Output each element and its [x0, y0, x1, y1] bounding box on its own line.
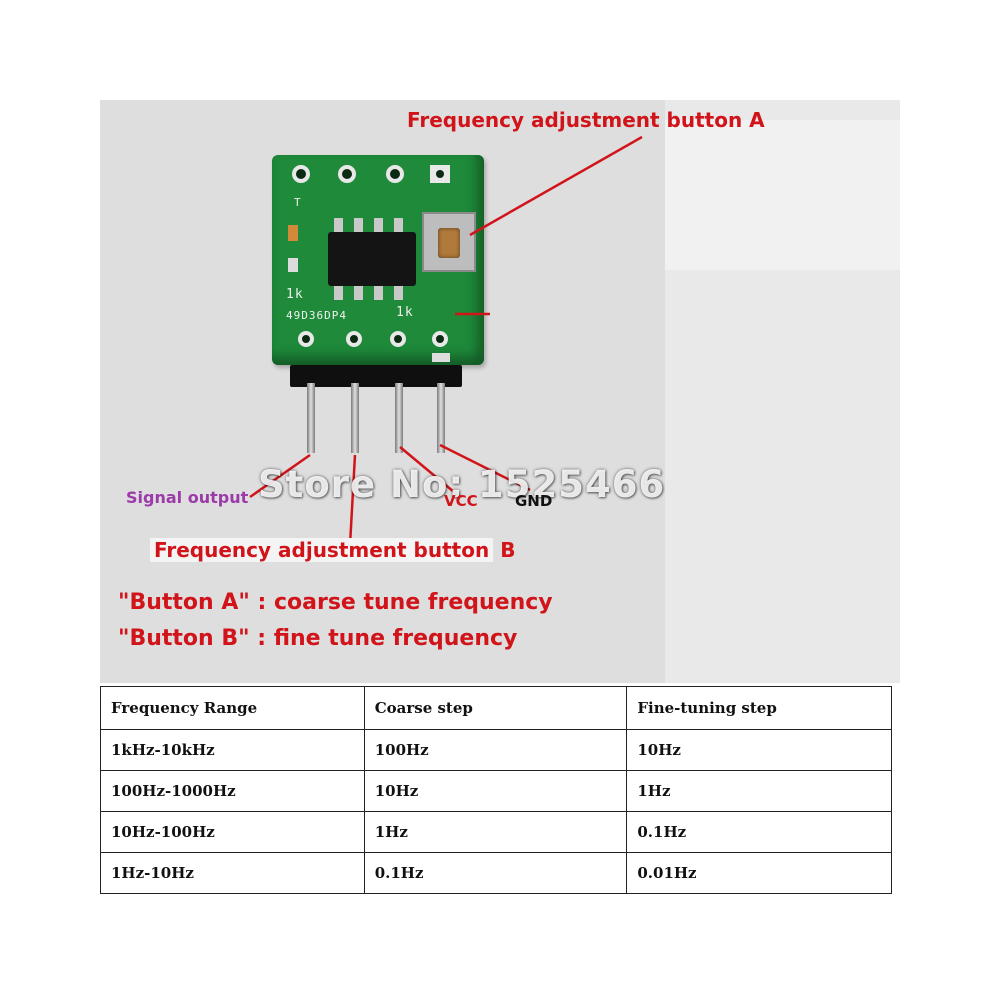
table-cell: 100Hz [363, 729, 628, 771]
table-cell: 0.01Hz [626, 852, 892, 894]
chip-pin [394, 218, 403, 232]
label-signal-output: Signal output [126, 488, 249, 507]
button-a-switch [422, 212, 476, 272]
header-pin-signal [307, 383, 315, 453]
table-cell: 10Hz-100Hz [100, 811, 365, 853]
table-row: 100Hz-1000Hz 10Hz 1Hz [100, 770, 892, 812]
silk-code: 49D36DP4 [286, 309, 347, 322]
pad-hole [386, 165, 404, 183]
pad-hole [390, 331, 406, 347]
label-vcc: VCC [444, 492, 478, 510]
pin-header [290, 365, 462, 387]
chip-pin [354, 218, 363, 232]
pad-hole [432, 331, 448, 347]
column-header: Frequency Range [100, 686, 365, 730]
pad-square [430, 165, 450, 183]
silk-1k-right: 1k [396, 305, 414, 320]
table-cell: 1Hz [626, 770, 892, 812]
table-row: 1Hz-10Hz 0.1Hz 0.01Hz [100, 852, 892, 894]
store-watermark: Store No: 1525466 [258, 463, 666, 506]
table-row: 10Hz-100Hz 1Hz 0.1Hz [100, 811, 892, 853]
smd-resistor [288, 258, 298, 272]
column-header: Coarse step [363, 686, 628, 730]
label-button-b: Frequency adjustment button B [150, 538, 515, 562]
chip-pin [354, 286, 363, 300]
pcb-module: T 1k 49D36DP4 1k [272, 155, 484, 365]
frequency-step-table: Frequency Range Coarse step Fine-tuning … [100, 686, 892, 894]
table-cell: 0.1Hz [626, 811, 892, 853]
table-cell: 1Hz [363, 811, 628, 853]
chip-pin [374, 286, 383, 300]
chip-pin [334, 286, 343, 300]
pad-hole [346, 331, 362, 347]
ic-chip [328, 232, 416, 286]
label-button-a: Frequency adjustment button A [407, 108, 765, 132]
table-cell: 1Hz-10Hz [100, 852, 365, 894]
button-a-cap [438, 228, 460, 258]
table-cell: 0.1Hz [363, 852, 628, 894]
table-cell: 100Hz-1000Hz [100, 770, 365, 812]
header-pin-gnd [437, 383, 445, 453]
column-header: Fine-tuning step [626, 686, 892, 730]
label-button-b-letter: B [500, 538, 516, 562]
note-button-b: "Button B" : fine tune frequency [118, 626, 518, 651]
chip-pin [394, 286, 403, 300]
pad-hole [298, 331, 314, 347]
header-pin-vcc [395, 383, 403, 453]
silk-1k-left: 1k [286, 287, 304, 302]
label-gnd: GND [515, 492, 553, 510]
chip-pin [334, 218, 343, 232]
table-cell: 10Hz [626, 729, 892, 771]
label-button-b-text: Frequency adjustment button [150, 538, 494, 562]
note-button-a: "Button A" : coarse tune frequency [118, 590, 553, 615]
silk-t: T [294, 196, 302, 209]
photo-highlight [665, 120, 900, 270]
table-cell: 1kHz-10kHz [100, 729, 365, 771]
smd-led [288, 225, 298, 241]
pad-hole [292, 165, 310, 183]
table-row: 1kHz-10kHz 100Hz 10Hz [100, 729, 892, 771]
smd-resistor [432, 353, 450, 362]
table-header-row: Frequency Range Coarse step Fine-tuning … [100, 686, 892, 730]
table-cell: 10Hz [363, 770, 628, 812]
chip-pin [374, 218, 383, 232]
header-pin-button-b [351, 383, 359, 453]
pad-hole [338, 165, 356, 183]
